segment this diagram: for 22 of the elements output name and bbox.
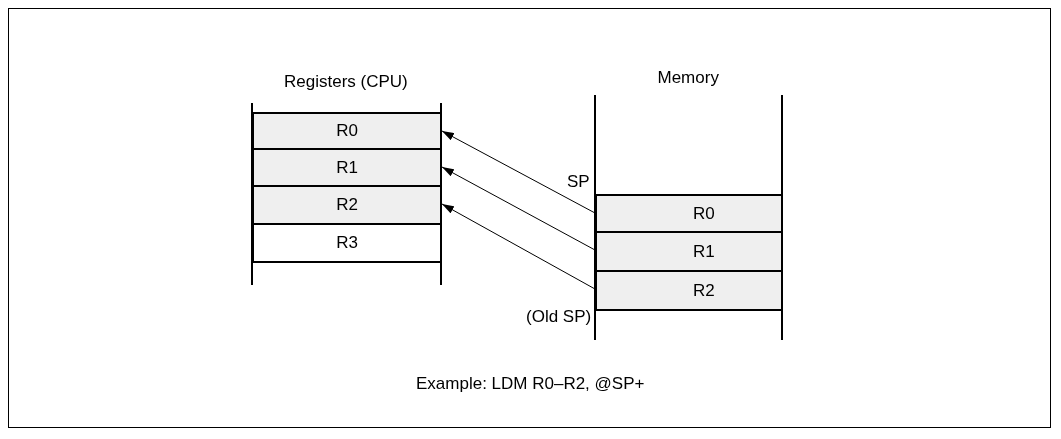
cell-label: R3 (336, 233, 358, 253)
cell-label: R2 (336, 195, 358, 215)
arrow (441, 203, 596, 290)
stack-cell (252, 185, 442, 225)
cell-label: R0 (336, 121, 358, 141)
cell-label: R2 (693, 280, 715, 301)
stack-cell (595, 231, 783, 272)
caption: Example: LDM R0–R2, @SP+ (416, 374, 645, 394)
stack-cell (595, 194, 783, 233)
arrow (441, 130, 596, 214)
arrow (441, 166, 596, 251)
column-heading: Registers (CPU) (284, 72, 408, 92)
stack-cell (252, 148, 442, 187)
stack-cell (252, 223, 442, 263)
cell-label: R0 (693, 203, 715, 224)
stack-cell (252, 112, 442, 150)
pointer-label: (Old SP) (526, 307, 592, 327)
stack-cell (595, 270, 783, 311)
cell-label: R1 (693, 241, 715, 262)
pointer-label: SP (567, 172, 590, 192)
column-heading: Memory (657, 68, 719, 88)
cell-label: R1 (336, 157, 358, 178)
